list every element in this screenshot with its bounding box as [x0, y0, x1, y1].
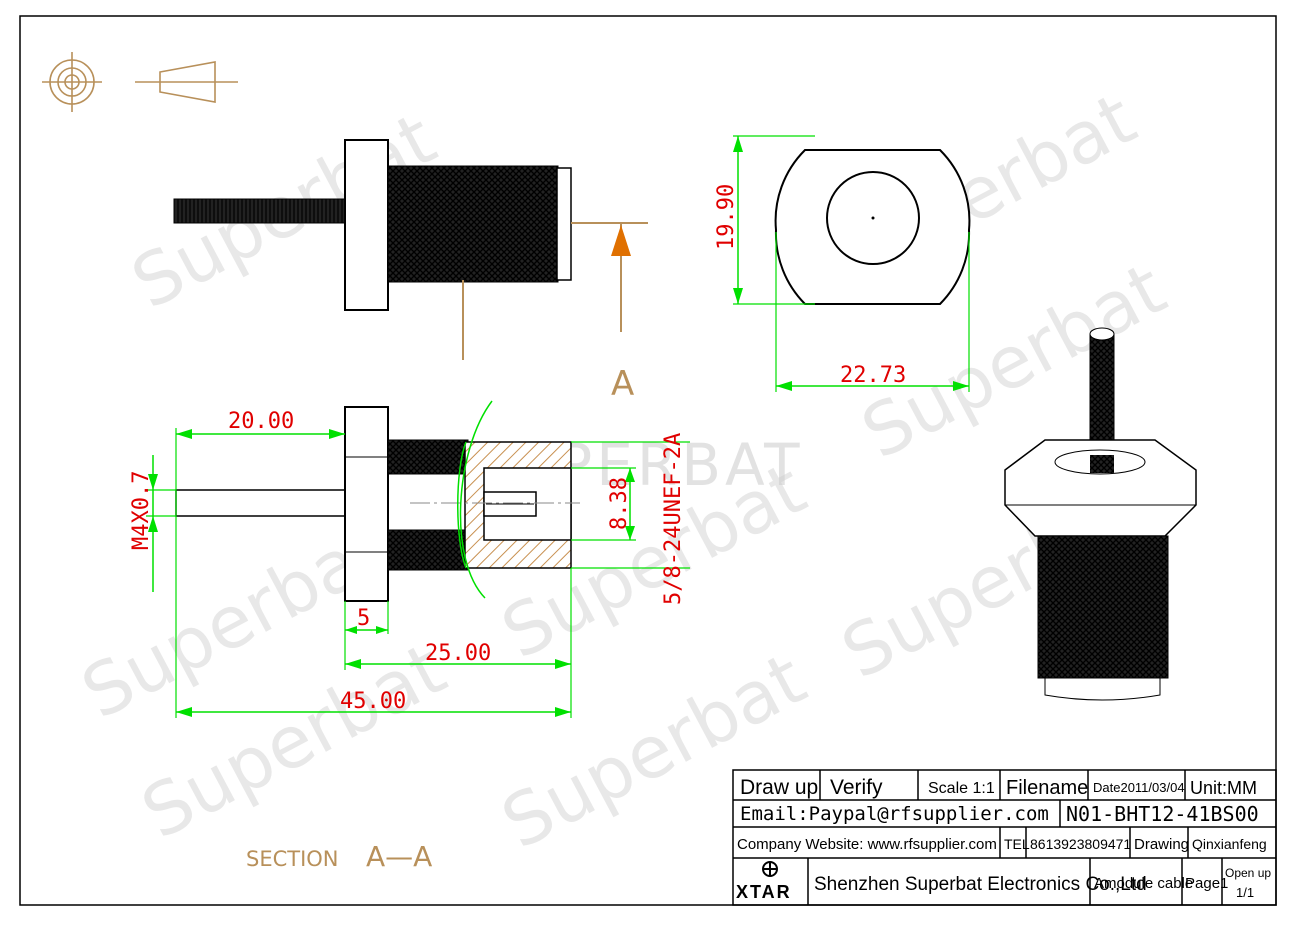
label-drawing: Drawing: [1134, 836, 1189, 853]
website-text: Company Website: www.rfsupplier.com: [737, 836, 997, 853]
sheet-border: [19, 15, 1277, 906]
label-verify: Verify: [830, 776, 883, 799]
label-filename: Filename: [1006, 777, 1088, 799]
logo-text: XTAR: [736, 882, 792, 902]
title-block-text: Draw up Verify Scale 1:1 Filename Date20…: [736, 776, 1271, 902]
open-up-value: 1/1: [1236, 885, 1254, 900]
email-text: Email:Paypal@rfsupplier.com: [740, 803, 1049, 825]
company-name: Shenzhen Superbat Electronics Co.,Ltd: [814, 874, 1147, 895]
watermark: Superbat: [489, 636, 819, 865]
label-open-up: Open up: [1225, 866, 1271, 880]
xtar-logo-icon: [762, 861, 778, 877]
section-label-name: A—A: [366, 840, 432, 873]
section-label-word: SECTION: [246, 847, 339, 871]
dimension-height: 19.90: [714, 184, 739, 250]
product-name: Amodule cable: [1094, 875, 1193, 892]
front-view: [774, 149, 971, 305]
tel-number: 8613923809471: [1030, 836, 1131, 852]
side-view: [173, 139, 572, 311]
drawer-name: Qinxianfeng: [1192, 836, 1267, 852]
projection-symbol: [42, 52, 238, 112]
filename-text: N01-BHT12-41BS00: [1066, 802, 1259, 826]
section-view: [175, 400, 580, 602]
dimension-body-length: 25.00: [425, 641, 491, 666]
page-number: Page1: [1185, 875, 1228, 892]
dimension-flange: 5: [357, 606, 370, 631]
section-cut-indicator: A: [462, 222, 648, 404]
section-view-dimensions: 20.00 M4X0.7 5 25.00 45.00 8.38: [129, 409, 690, 718]
label-date: Date2011/03/04: [1093, 780, 1185, 795]
dimension-pin-length: 20.00: [228, 409, 294, 434]
dimension-total-length: 45.00: [340, 689, 406, 714]
title-block: [732, 769, 1277, 906]
label-scale: Scale 1:1: [928, 780, 995, 797]
dimension-inner-dia: 8.38: [607, 477, 632, 530]
dimension-thread-spec: 5/8-24UNEF-2A: [661, 433, 686, 605]
front-view-dimensions: 19.90 22.73: [714, 135, 970, 392]
connector-3d-render: [1004, 327, 1197, 701]
dimension-width: 22.73: [840, 363, 906, 388]
tel-label: TEL: [1004, 836, 1030, 852]
label-unit: Unit:MM: [1190, 778, 1257, 798]
dimension-pin-thread: M4X0.7: [129, 471, 154, 550]
label-draw-up: Draw up: [740, 776, 818, 799]
section-marker: A: [611, 364, 634, 404]
